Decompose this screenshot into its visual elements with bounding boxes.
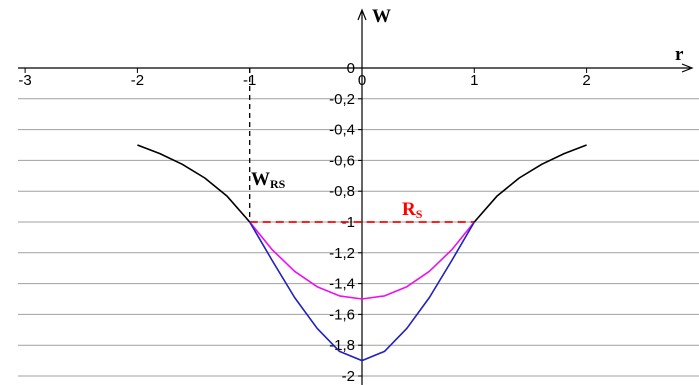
wrs-annotation: WRS xyxy=(251,169,286,191)
y-tick-label-6: -1,2 xyxy=(329,245,355,262)
series-line-0 xyxy=(137,144,587,223)
y-tick-label-8: -1,6 xyxy=(329,306,355,323)
y-axis xyxy=(357,8,367,385)
x-tick-label-4: 1 xyxy=(470,72,478,89)
rs-sub: S xyxy=(416,207,423,221)
wrs-main: W xyxy=(251,169,270,190)
wrs-sub: RS xyxy=(270,177,286,191)
grid-lines xyxy=(18,98,699,377)
x-tick-label-3: 0 xyxy=(358,72,366,89)
y-tick-labels: 0-0,2-0,4-0,6-0,8-1-1,2-1,4-1,6-1,8-2 xyxy=(329,60,355,385)
guide-lines xyxy=(249,68,475,223)
y-tick-label-1: -0,2 xyxy=(329,91,355,108)
x-axis-label: r xyxy=(675,44,684,65)
y-tick-label-0: 0 xyxy=(347,60,355,77)
series-line-1 xyxy=(249,221,475,300)
y-tick-label-7: -1,4 xyxy=(329,276,355,293)
y-tick-label-3: -0,6 xyxy=(329,152,355,169)
series-lines xyxy=(137,144,587,362)
rs-annotation: RS xyxy=(402,199,423,221)
y-axis-arrow xyxy=(357,8,367,21)
rs-main: R xyxy=(402,199,416,220)
y-tick-label-4: -0,8 xyxy=(329,183,355,200)
y-axis-label: W xyxy=(372,6,391,27)
x-tick-label-5: 2 xyxy=(582,72,590,89)
x-tick-label-0: -3 xyxy=(18,72,31,89)
series-line-2 xyxy=(249,221,475,362)
y-tick-label-2: -0,4 xyxy=(329,122,355,139)
x-axis xyxy=(18,63,694,73)
x-axis-arrow xyxy=(681,63,694,73)
y-tick-label-9: -1,8 xyxy=(329,337,355,354)
x-tick-label-1: -2 xyxy=(131,72,144,89)
y-tick-label-10: -2 xyxy=(342,368,355,385)
